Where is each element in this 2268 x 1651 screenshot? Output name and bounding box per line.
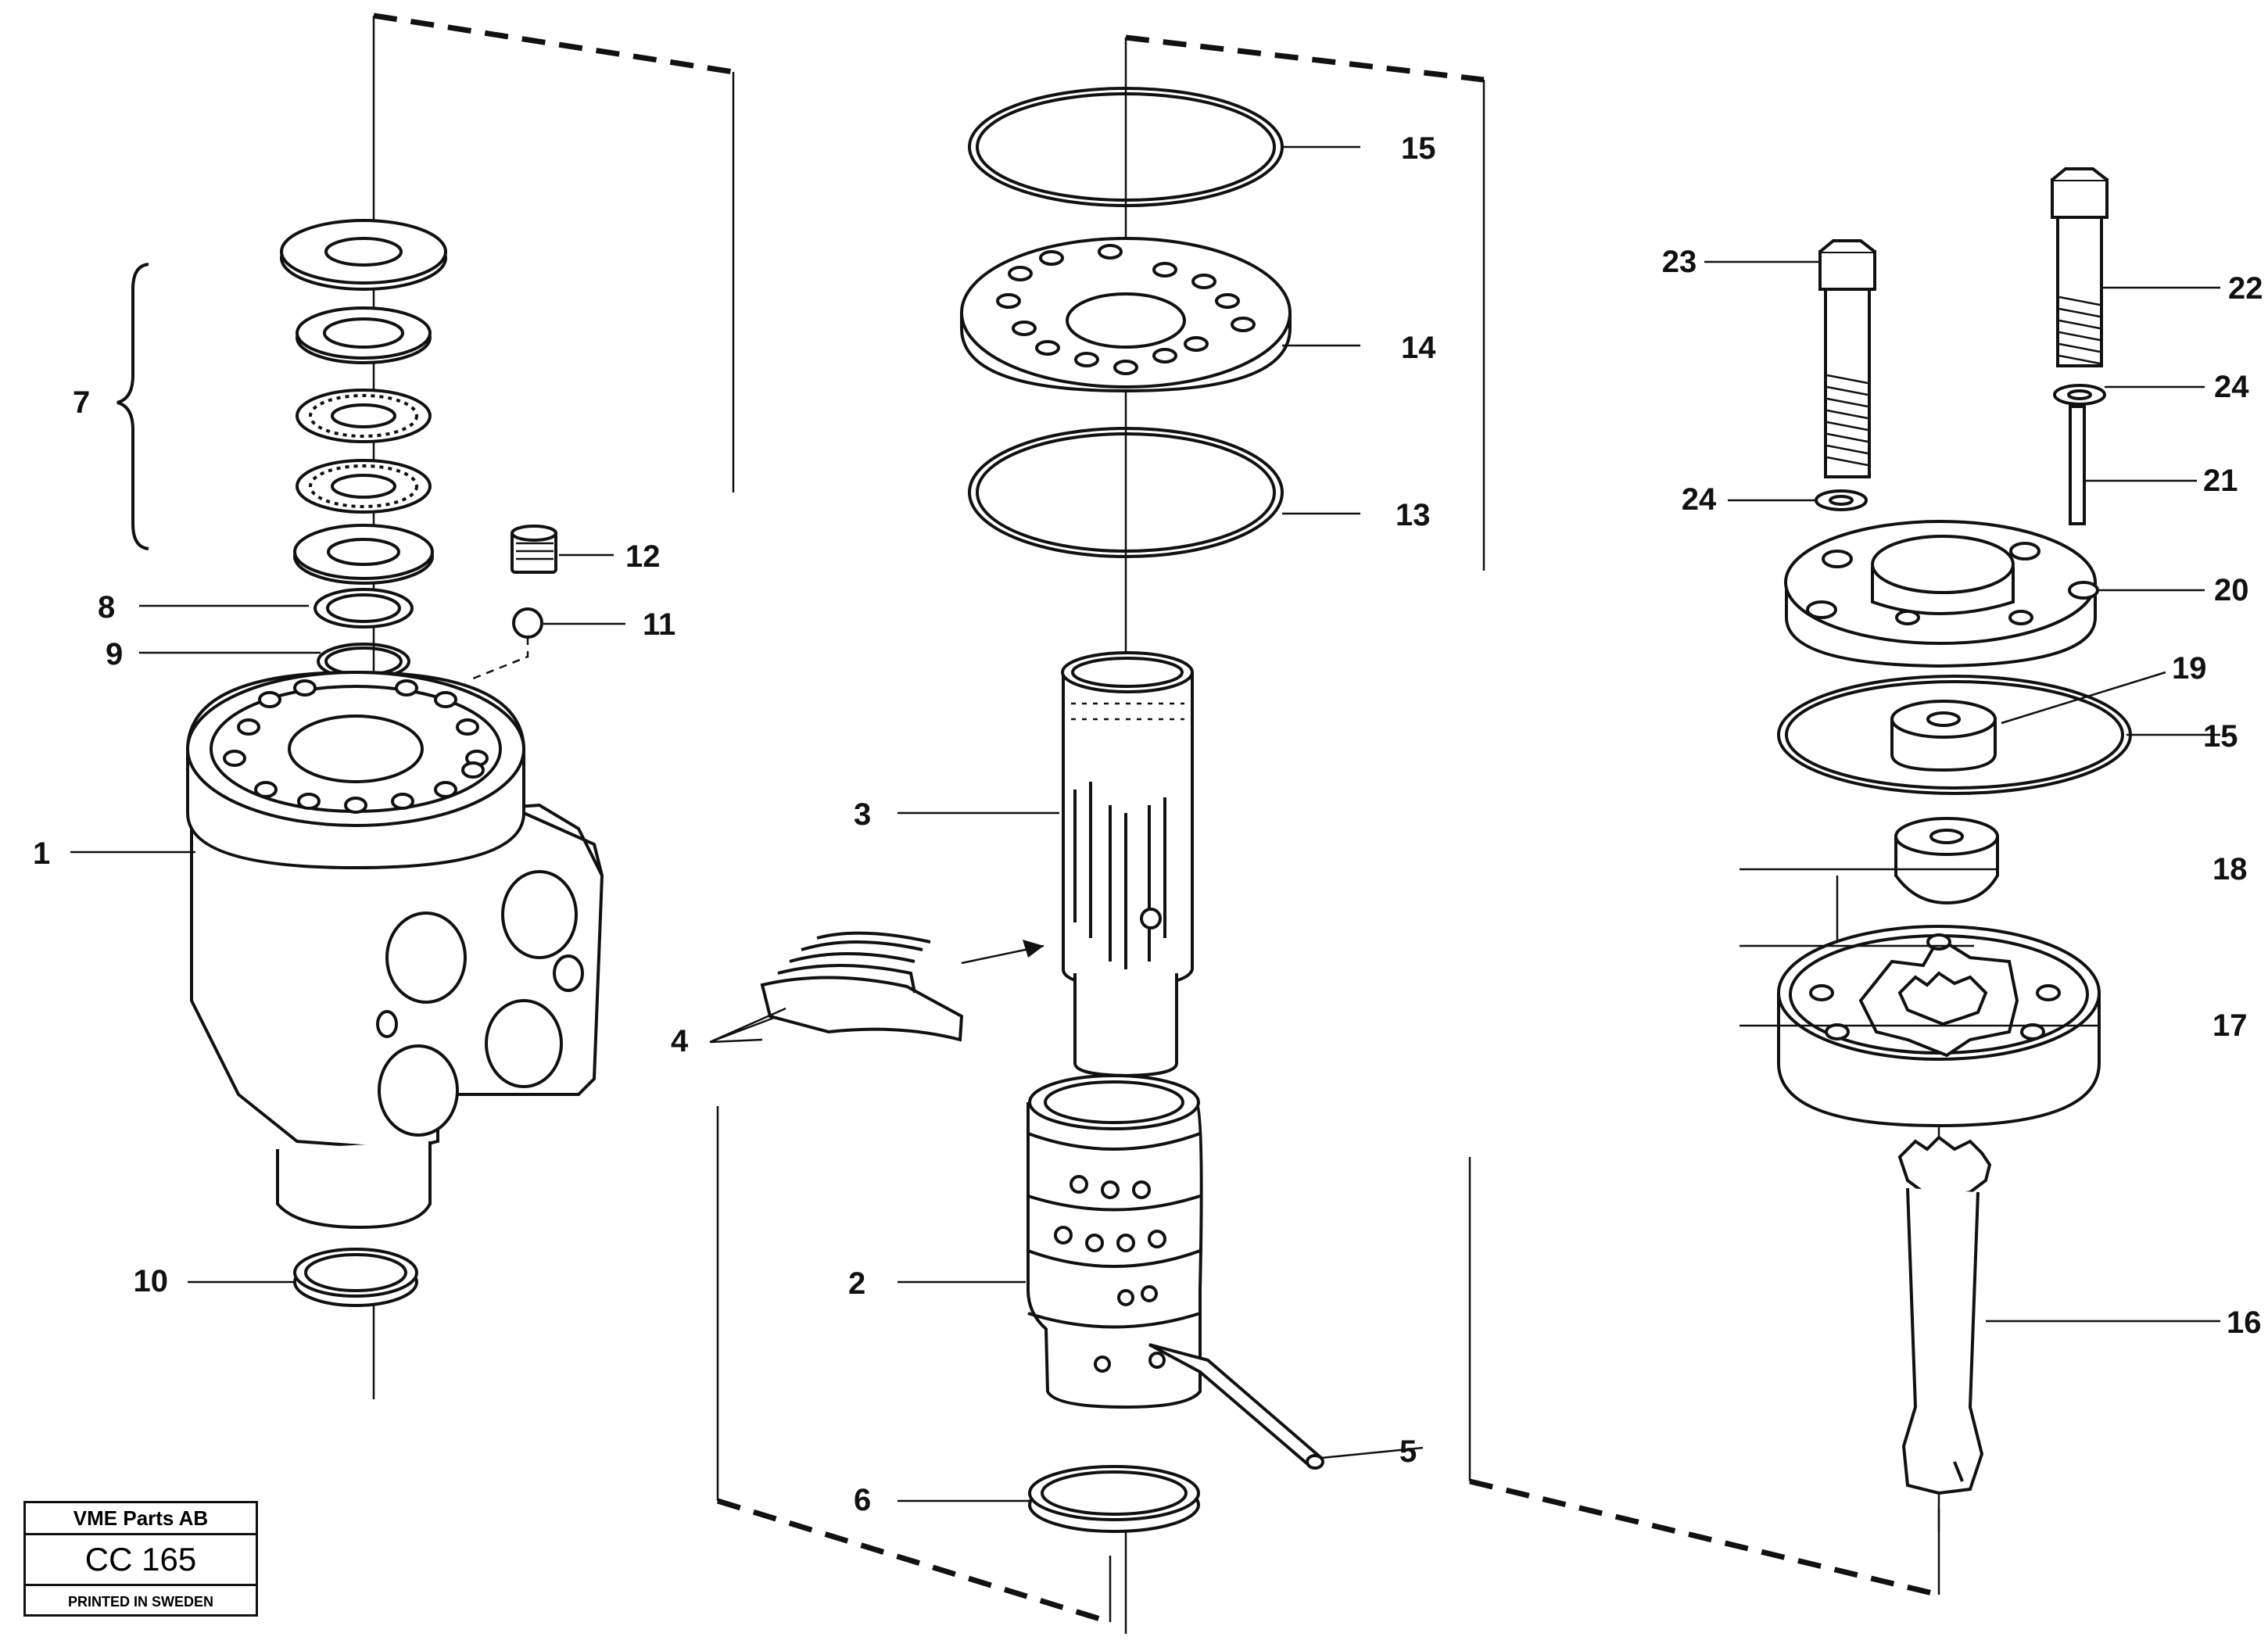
callout-17: 17	[2212, 1008, 2248, 1043]
callout-24-right: 24	[2214, 370, 2249, 404]
callout-2: 2	[848, 1266, 865, 1301]
dashed-frame-right	[1468, 1157, 1940, 1598]
title-block-code: CC 165	[26, 1535, 256, 1586]
callout-24-left: 24	[1682, 482, 1717, 517]
part-21-pin	[2069, 405, 2086, 525]
dashed-frame-left	[373, 13, 735, 492]
bracket-7	[116, 263, 149, 550]
sleeve-holes	[1054, 1175, 1166, 1373]
callout-22: 22	[2228, 271, 2263, 306]
callout-7: 7	[73, 385, 90, 420]
callout-23: 23	[1662, 245, 1697, 279]
plate-holes	[996, 244, 1256, 375]
part-5-pin	[1148, 1343, 1324, 1470]
title-block-printed: PRINTED IN SWEDEN	[67, 1594, 213, 1610]
housing-bolt-holes	[223, 679, 489, 814]
part-24-washers	[1815, 384, 2106, 511]
part-18-bushing	[1894, 817, 1999, 905]
callout-4: 4	[671, 1024, 689, 1058]
callout-11: 11	[643, 607, 675, 642]
callout-8: 8	[98, 590, 115, 625]
part-16-drive-shaft	[1897, 1135, 1992, 1495]
callout-15-top: 15	[1401, 131, 1436, 166]
callout-15-right: 15	[2203, 719, 2238, 754]
part-12-plug	[511, 525, 557, 574]
part-19-bushing	[1890, 700, 1997, 772]
part-20-end-cover	[1784, 520, 2099, 668]
callout-16: 16	[2227, 1305, 2262, 1340]
callout-18: 18	[2212, 852, 2248, 886]
callout-5: 5	[1399, 1434, 1417, 1469]
callout-labels: 1 2 3 4 5 6 7 8 9 10 11 12 13 14 15 15 1…	[33, 131, 2263, 1517]
dashed-frame-middle	[716, 34, 1485, 1625]
callout-10: 10	[134, 1264, 169, 1298]
callout-1: 1	[33, 836, 50, 871]
part-6-ring	[1028, 1465, 1200, 1533]
callout-9: 9	[106, 637, 123, 672]
bearing-washer-stack	[280, 219, 447, 680]
part-2-sleeve	[1027, 1074, 1203, 1409]
part-3-spool	[1061, 651, 1194, 1078]
callout-13: 13	[1396, 498, 1431, 532]
part-13-oring	[968, 427, 1284, 558]
callout-20: 20	[2214, 573, 2249, 607]
part-22-bolt	[2051, 167, 2109, 367]
title-block-company: VME Parts AB	[26, 1503, 256, 1535]
leader-lines	[70, 145, 2220, 1502]
part-11-ball	[472, 607, 543, 680]
callout-14: 14	[1401, 331, 1436, 365]
valve-housing	[186, 670, 604, 1230]
part-14-plate	[960, 237, 1292, 393]
callout-3: 3	[854, 797, 871, 832]
callout-12: 12	[625, 539, 661, 574]
callout-21: 21	[2203, 464, 2238, 498]
callout-6: 6	[854, 1483, 871, 1517]
part-23-bolt	[1818, 239, 1876, 478]
part-10-ring	[293, 1248, 418, 1307]
callout-19: 19	[2172, 651, 2207, 686]
title-block: VME Parts AB CC 165 PRINTED IN SWEDEN	[23, 1501, 258, 1617]
part-4-springs	[760, 931, 1044, 1042]
